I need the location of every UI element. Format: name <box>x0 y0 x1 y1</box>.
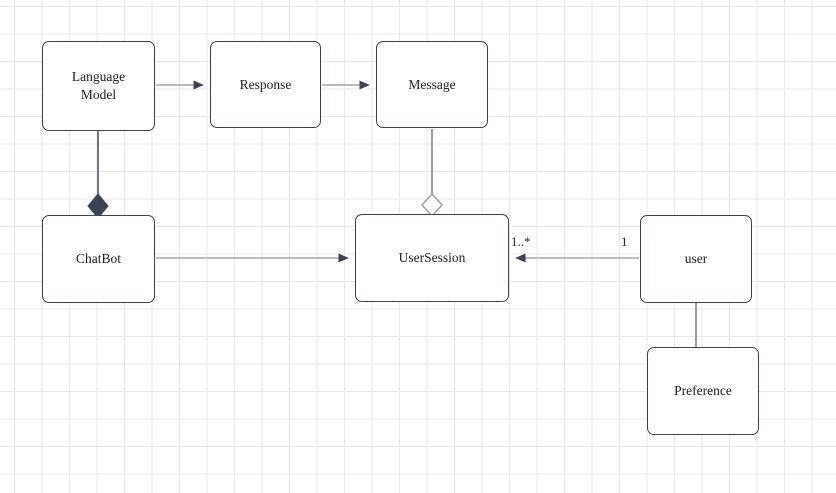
node-label-preference: Preference <box>674 383 732 399</box>
node-label-usersession: UserSession <box>398 250 466 266</box>
node-label-message: Message <box>408 76 456 92</box>
node-message[interactable]: Message <box>376 41 488 128</box>
edge-message-to-usersession <box>421 129 443 218</box>
edge-language-model-to-chatbot <box>87 131 109 219</box>
node-user[interactable]: user <box>640 215 752 303</box>
hollow-diamond-marker <box>421 192 443 218</box>
multiplicity-user: 1 <box>621 234 628 249</box>
node-label-chatbot: ChatBot <box>75 251 121 267</box>
node-usersession[interactable]: UserSession <box>355 214 509 302</box>
node-preference[interactable]: Preference <box>647 347 759 435</box>
node-label-response: Response <box>239 76 292 92</box>
node-chatbot[interactable]: ChatBot <box>42 215 155 303</box>
node-label-user: user <box>684 251 708 267</box>
node-language-model[interactable]: Language Model <box>42 41 155 131</box>
node-label-language-model: Language Model <box>71 69 126 102</box>
multiplicity-usersession: 1..* <box>511 234 531 249</box>
node-response[interactable]: Response <box>210 41 321 128</box>
